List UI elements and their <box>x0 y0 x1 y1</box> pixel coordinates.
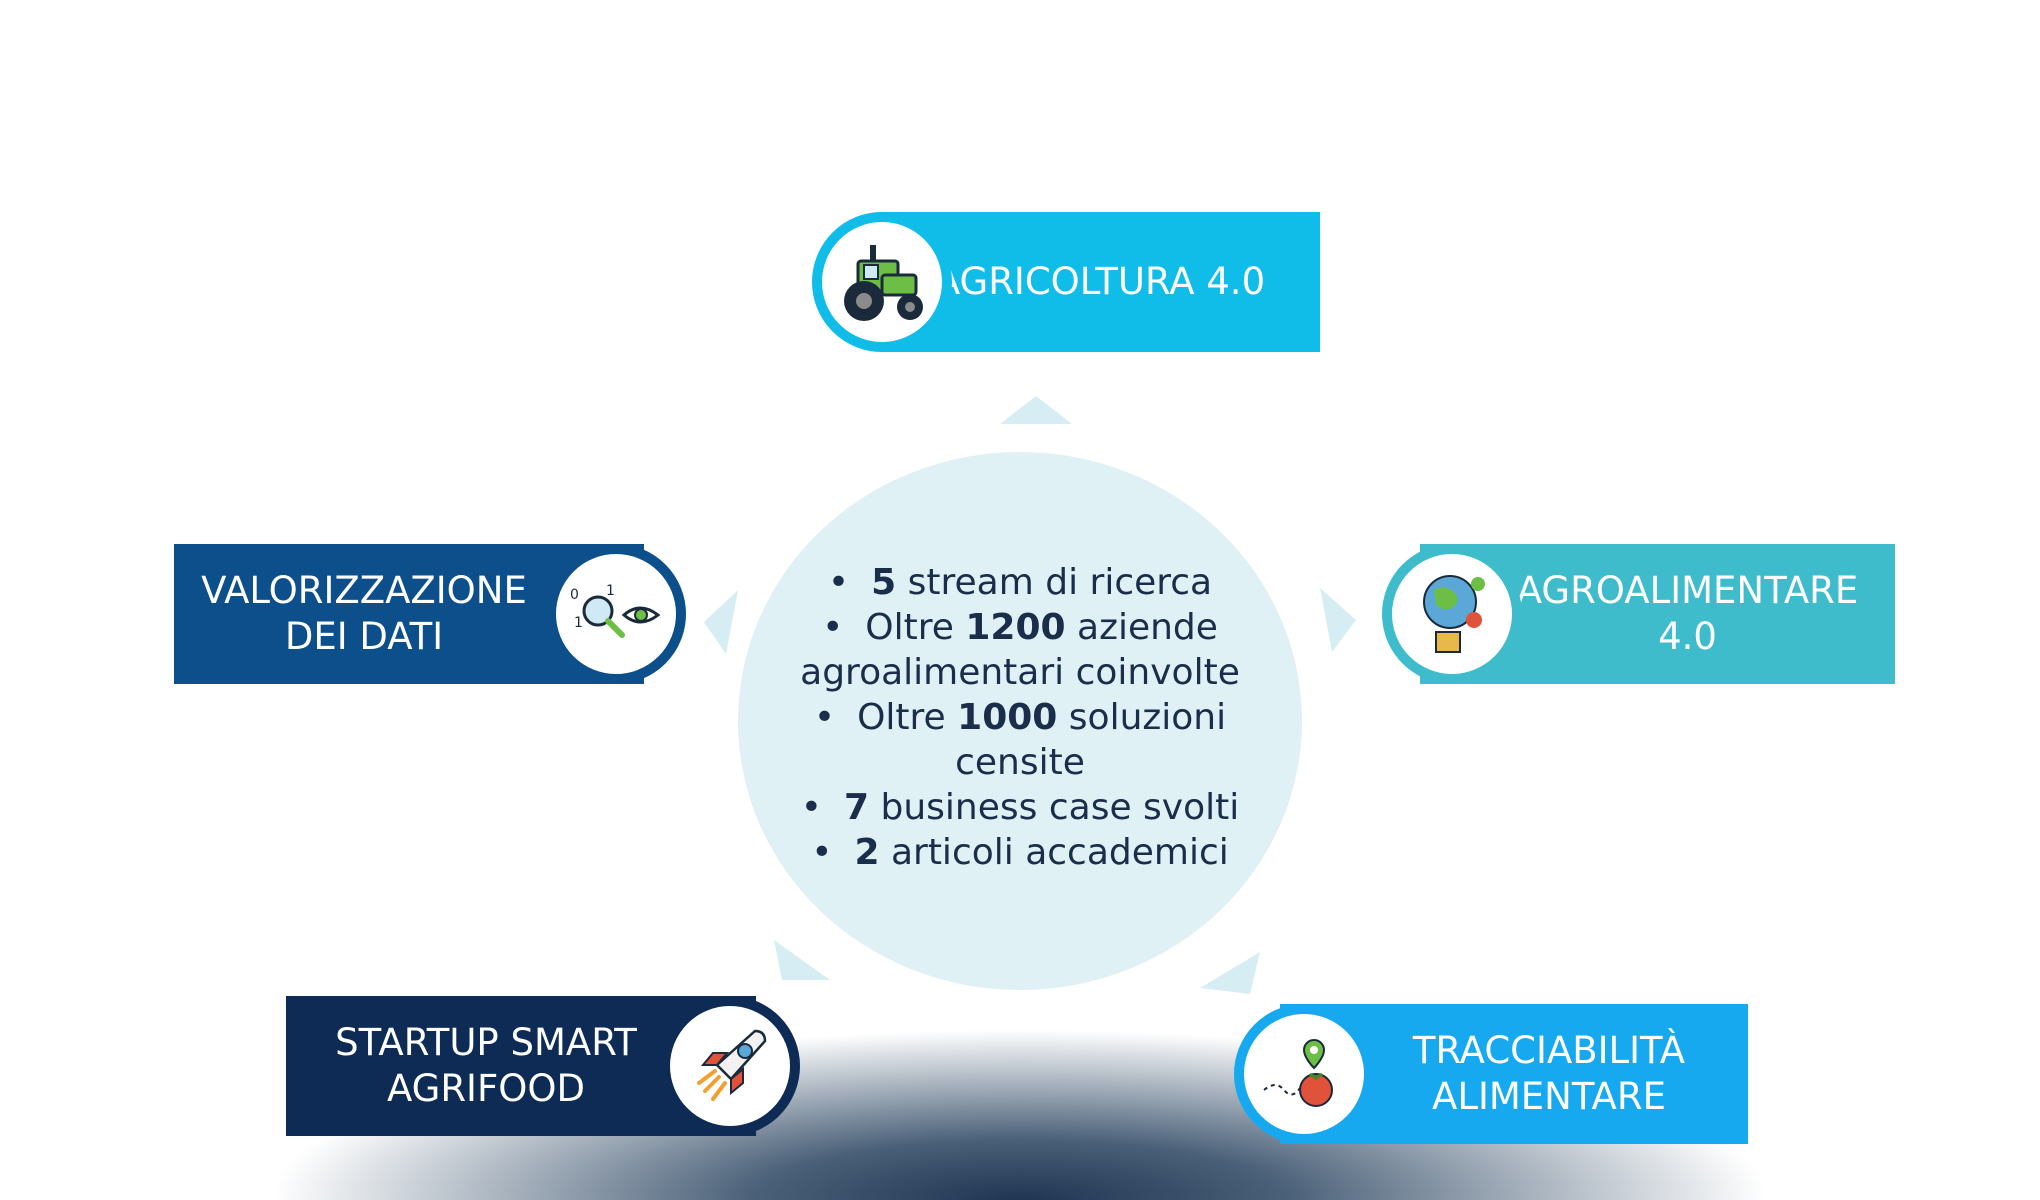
tractor-icon <box>812 212 952 352</box>
data-search-icon: 0 1 1 <box>546 544 686 684</box>
node-valorizzazione-label: VALORIZZAZIONE DEI DATI <box>201 569 527 658</box>
stat-item: •5 stream di ricerca <box>827 562 1213 603</box>
svg-text:0: 0 <box>570 587 579 603</box>
node-startup-label: STARTUP SMART AGRIFOOD <box>335 1021 637 1110</box>
arrow-right <box>1320 588 1356 652</box>
stat-item: •Oltre 1000 soluzioni censite <box>813 697 1227 783</box>
center-stats-list: •5 stream di ricerca •Oltre 1200 aziende… <box>760 560 1280 875</box>
node-agricoltura-label: AGRICOLTURA 4.0 <box>934 260 1266 303</box>
arrow-down-right <box>1200 952 1260 994</box>
stat-item: •7 business case svolti <box>800 787 1240 828</box>
svg-text:1: 1 <box>606 583 615 599</box>
node-agroalimentare-label: AGROALIMENTARE 4.0 <box>1516 569 1859 658</box>
node-tracciabilita-label: TRACCIABILITÀ ALIMENTARE <box>1412 1029 1686 1118</box>
globe-food-icon <box>1382 544 1522 684</box>
center-circle <box>738 452 1302 990</box>
tomato-location-icon <box>1234 1004 1374 1144</box>
stat-item: •Oltre 1200 aziende agroalimentari coinv… <box>800 607 1240 693</box>
node-tracciabilita[interactable]: TRACCIABILITÀ ALIMENTARE <box>1280 1004 1748 1144</box>
svg-text:1: 1 <box>574 615 583 631</box>
rocket-icon <box>660 996 800 1136</box>
node-agricoltura[interactable]: AGRICOLTURA 4.0 <box>880 212 1320 352</box>
arrow-up <box>1000 396 1072 424</box>
stat-item: •2 articoli accademici <box>811 832 1229 873</box>
arrow-left <box>704 590 738 654</box>
arrow-down-left <box>774 940 830 980</box>
